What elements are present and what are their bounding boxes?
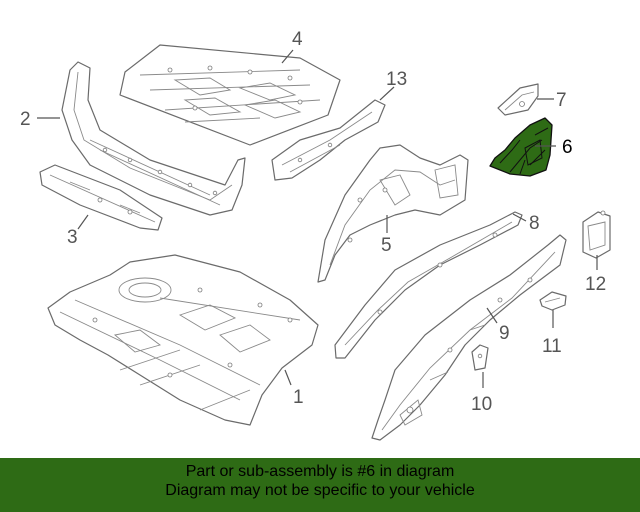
- part-4-floor-panel[interactable]: [119, 44, 341, 146]
- callout-8: 8: [529, 213, 540, 234]
- part-7-bracket[interactable]: [497, 83, 539, 116]
- callout-12: 12: [585, 274, 606, 295]
- part-5-wheelhouse[interactable]: [317, 144, 469, 283]
- leader-lines: [37, 49, 598, 388]
- part-13-bracket[interactable]: [271, 99, 386, 181]
- callout-2: 2: [20, 109, 31, 130]
- part-3-reinforcement[interactable]: [39, 164, 163, 231]
- callout-13: 13: [386, 69, 407, 90]
- part-6-bracket-highlighted[interactable]: [489, 117, 553, 177]
- callout-4: 4: [292, 29, 303, 50]
- callout-6: 6: [562, 137, 573, 158]
- callout-1: 1: [293, 387, 304, 408]
- callout-3: 3: [67, 227, 78, 248]
- callout-5: 5: [381, 235, 392, 256]
- part-11-clip[interactable]: [539, 291, 567, 311]
- banner-line-2: Diagram may not be specific to your vehi…: [165, 482, 475, 499]
- part-8-rail[interactable]: [334, 211, 523, 359]
- info-banner: Part or sub-assembly is #6 in diagram Di…: [0, 458, 640, 512]
- part-10-plate[interactable]: [471, 344, 489, 371]
- part-2-crossmember[interactable]: [61, 61, 246, 216]
- callout-11: 11: [542, 336, 562, 357]
- part-9-side-member[interactable]: [371, 234, 567, 441]
- banner-line-1: Part or sub-assembly is #6 in diagram: [185, 463, 455, 480]
- parts-diagram: 1 2 3 4 5 6 7 8 9 10 11 12 13: [20, 29, 611, 441]
- callout-9: 9: [499, 323, 510, 344]
- part-12-block[interactable]: [582, 210, 611, 259]
- callout-10: 10: [471, 394, 492, 415]
- callout-7: 7: [556, 90, 567, 111]
- part-1-floor-pan[interactable]: [47, 254, 319, 426]
